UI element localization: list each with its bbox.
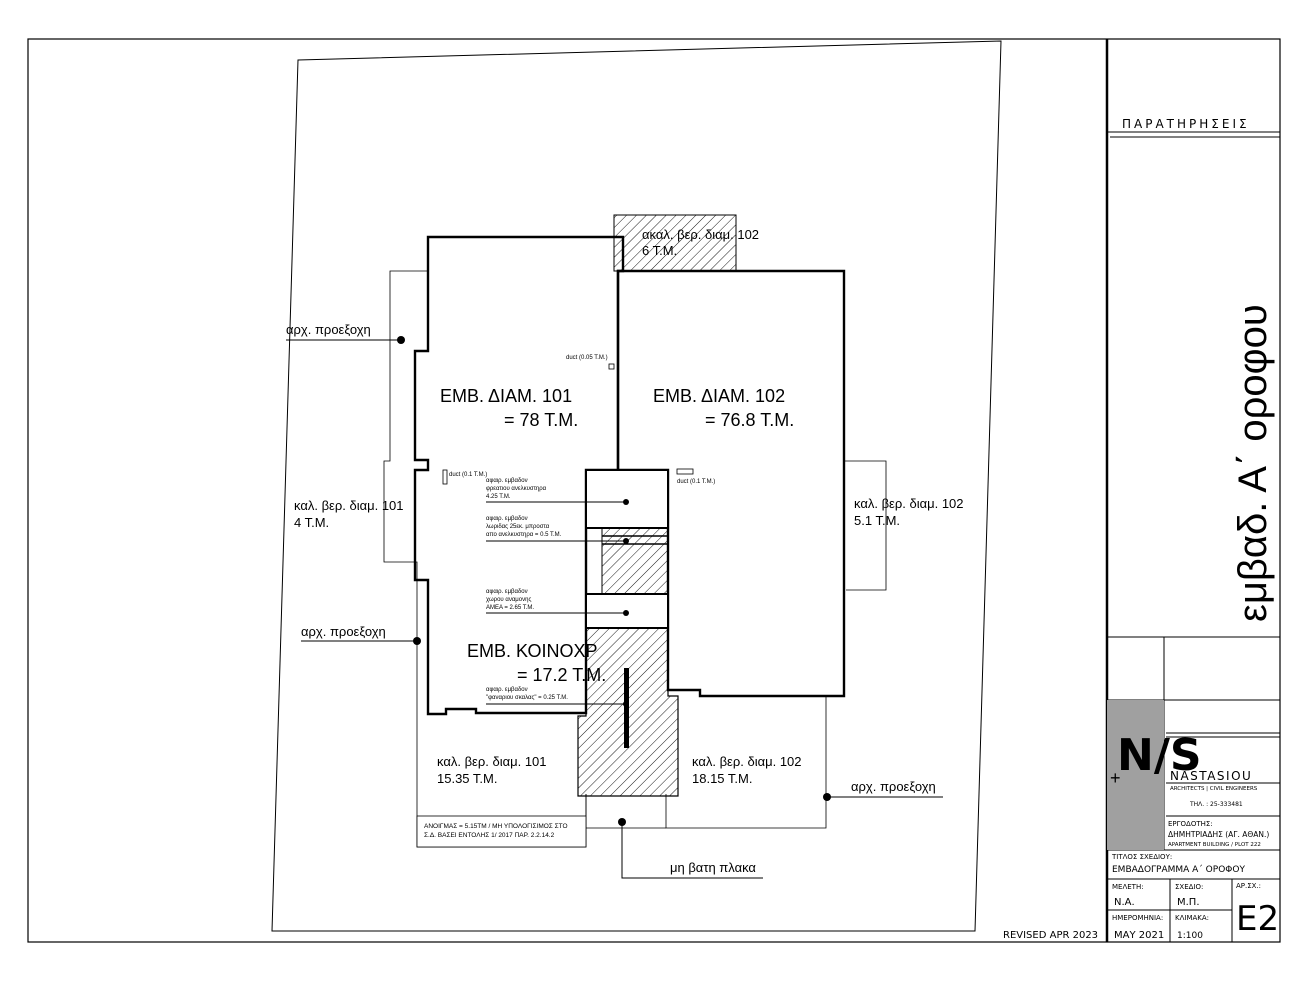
deduction-wait-3: ΑΜΕΑ = 2.65 Τ.Μ. bbox=[486, 605, 534, 611]
note-line-1: ΑΝΟΙΓΜΑΣ = 5.15ΤΜ / ΜΗ ΥΠΟΛΟΓΙΣΙΜΟΣ ΣΤΟ bbox=[424, 823, 568, 830]
covered-101-left-area: 4 Τ.Μ. bbox=[294, 515, 329, 530]
duct-label-2: duct (0.1 T.M.) bbox=[449, 472, 487, 478]
sheet-border bbox=[27, 38, 1281, 943]
duct-marker-1 bbox=[608, 363, 615, 370]
deduction-strip-1: αφαιρ. εμβαδον bbox=[486, 516, 528, 522]
apt-102-title: ΕΜΒ. ΔΙΑΜ. 102 bbox=[653, 386, 785, 406]
covered-101-bottom-area: 15.35 Τ.Μ. bbox=[437, 771, 497, 786]
drawn-value: Μ.Π. bbox=[1177, 897, 1200, 908]
deduction-lift-1: αφαιρ. εμβαδον bbox=[486, 478, 528, 484]
deduction-strip-3: απο ανελκυστηρα = 0.5 Τ.Μ. bbox=[486, 532, 562, 538]
deduction-strip-2: λωριδας 25εκ. μπροστα bbox=[486, 524, 550, 530]
uncovered-102-area: 6 Τ.Μ. bbox=[642, 243, 677, 258]
drawing-title: ΕΜΒΑΔΟΓΡΑΜΜΑ Α΄ ΟΡΟΦΟΥ bbox=[1112, 864, 1245, 875]
company-phone: ΤΗΛ. : 25-333481 bbox=[1189, 801, 1243, 808]
note-line-2: Σ.Δ. ΒΑΣΕΙ ΕΝΤΟΛΗΣ 1/ 2017 ΠΑΡ. 2.2.14.2 bbox=[424, 832, 555, 839]
client-label: ΕΡΓΟΔΟΤΗΣ: bbox=[1168, 820, 1213, 828]
remarks-header: ΠΑΡΑΤΗΡΗΣΕΙΣ bbox=[1122, 117, 1250, 131]
covered-102-right-area: 5.1 Τ.Μ. bbox=[854, 513, 900, 528]
drawn-label: ΣΧΕΔΙΟ: bbox=[1175, 883, 1203, 891]
client-name: ΔΗΜΗΤΡΙΑΔΗΣ (ΑΓ. ΑΘΑΝ.) bbox=[1168, 830, 1269, 839]
duct-marker-3 bbox=[676, 468, 694, 475]
company-name: NASTASIOU bbox=[1170, 769, 1252, 783]
uncovered-102-label: ακαλ. βερ. διαμ. 102 bbox=[642, 227, 759, 242]
covered-101-left-label: καλ. βερ. διαμ. 101 bbox=[294, 498, 404, 513]
deduction-stair-2: "φαναριου σκαλας" = 0.25 Τ.Μ. bbox=[486, 695, 568, 701]
company-logo: N/S bbox=[1117, 730, 1202, 781]
covered-101-bottom-label: καλ. βερ. διαμ. 101 bbox=[437, 754, 547, 769]
logo-panel bbox=[1107, 700, 1164, 850]
note-box bbox=[416, 815, 587, 848]
study-value: Ν.Α. bbox=[1114, 897, 1135, 908]
deduction-lift-3: 4.25 Τ.Μ. bbox=[486, 494, 511, 500]
scale-value: 1:100 bbox=[1177, 931, 1203, 941]
sheet-label: ΑΡ.ΣΧ.: bbox=[1236, 882, 1261, 890]
hatch-uncovered-veranda-102 bbox=[613, 214, 737, 272]
duct-label-1: duct (0.05 T.M.) bbox=[566, 355, 608, 361]
stair-well bbox=[624, 668, 629, 748]
project-name: APARTMENT BUILDING / PLOT 222 bbox=[1168, 842, 1261, 848]
covered-102-bottom-area: 18.15 Τ.Μ. bbox=[692, 771, 752, 786]
covered-102-right-label: καλ. βερ. διαμ. 102 bbox=[854, 496, 964, 511]
leader-lines bbox=[286, 339, 943, 879]
date-value: ΜΑΥ 2021 bbox=[1114, 930, 1164, 941]
logo-plus: + bbox=[1110, 768, 1121, 788]
callout-projection-2: αρχ. προεξοχη bbox=[301, 624, 386, 639]
apt-101-area: = 78 Τ.Μ. bbox=[504, 410, 578, 430]
revised-label: REVISED APR 2023 bbox=[1003, 930, 1098, 941]
study-label: ΜΕΛΕΤΗ: bbox=[1112, 883, 1144, 891]
callout-non-walkable: μη βατη πλακα bbox=[670, 860, 756, 875]
common-title: ΕΜΒ. ΚΟΙΝΟΧΡ bbox=[467, 641, 597, 661]
callout-dots bbox=[397, 336, 831, 826]
company-subtitle: ARCHITECTS | CIVIL ENGINEERS bbox=[1170, 786, 1258, 792]
duct-marker-2 bbox=[442, 469, 448, 485]
date-label: ΗΜΕΡΟΜΗΝΙΑ: bbox=[1112, 914, 1163, 922]
callout-projection-1: αρχ. προεξοχη bbox=[286, 322, 371, 337]
plot-boundary bbox=[271, 40, 1002, 932]
deduction-wait-2: χωρου αναμονης bbox=[486, 597, 531, 603]
vertical-drawing-title: εμβαδ. Α΄ οροφου bbox=[1231, 304, 1275, 622]
deduction-wait-1: αφαιρ. εμβαδον bbox=[486, 589, 528, 595]
hatch-lift-strip bbox=[601, 527, 669, 595]
duct-label-3: duct (0.1 T.M.) bbox=[677, 479, 715, 485]
deduction-lift-2: φρεατιου ανελκυστηρα bbox=[486, 486, 547, 492]
covered-102-bottom-label: καλ. βερ. διαμ. 102 bbox=[692, 754, 802, 769]
sheet-number: E2 bbox=[1236, 899, 1279, 939]
apt-101-title: ΕΜΒ. ΔΙΑΜ. 101 bbox=[440, 386, 572, 406]
deduction-stair-1: αφαιρ. εμβαδον bbox=[486, 687, 528, 693]
apt-102-area: = 76.8 Τ.Μ. bbox=[705, 410, 794, 430]
drawing-title-label: ΤΙΤΛΟΣ ΣΧΕΔΙΟΥ: bbox=[1111, 853, 1172, 861]
scale-label: ΚΛΙΜΑΚΑ: bbox=[1175, 914, 1209, 922]
lift-shaft bbox=[585, 469, 669, 529]
callout-projection-3: αρχ. προεξοχη bbox=[851, 779, 936, 794]
common-area: = 17.2 Τ.Μ. bbox=[517, 665, 606, 685]
